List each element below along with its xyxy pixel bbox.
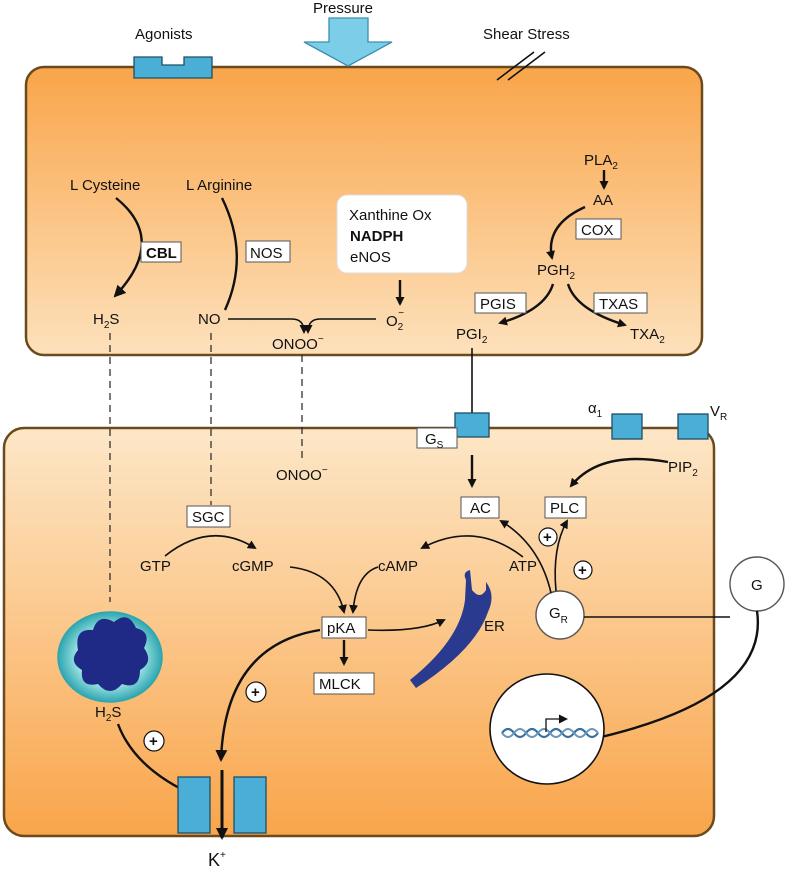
camp-label: cAMP xyxy=(378,558,418,575)
enos-label: eNOS xyxy=(350,249,391,266)
xanthine-ox-label: Xanthine Ox xyxy=(349,207,432,224)
l-arginine-label: L Arginine xyxy=(186,177,252,194)
mitochondrion-inner-icon xyxy=(73,617,149,691)
pgis-label: PGIS xyxy=(480,296,516,313)
nos-label: NOS xyxy=(250,245,283,262)
l-cysteine-label: L Cysteine xyxy=(70,177,140,194)
gr-label: GR xyxy=(549,605,568,626)
agonist-receptor-icon xyxy=(133,56,213,79)
cgmp-label: cGMP xyxy=(232,558,274,575)
dna-icon xyxy=(501,727,599,739)
plus-pka-label: + xyxy=(251,684,260,701)
mlck-label: MLCK xyxy=(319,676,361,693)
gr-to-plc-arrow xyxy=(554,519,568,592)
pgis-box xyxy=(474,292,527,314)
pip2-to-plc-arrow xyxy=(569,457,669,488)
sgc-box xyxy=(186,505,231,528)
cgmp-to-pka-arrow xyxy=(289,566,347,614)
shear-stress-icon xyxy=(496,51,546,81)
plus-icon-pka xyxy=(245,681,267,703)
superoxide-source-box xyxy=(336,194,468,274)
plus-icon-plc xyxy=(573,560,593,580)
cbl-box xyxy=(140,241,182,263)
no-label: NO xyxy=(198,311,221,328)
h2s-bottom-label: H2S xyxy=(95,704,121,724)
k-channel-right-icon xyxy=(233,776,267,834)
atp-label: ATP xyxy=(509,558,537,575)
txa2-label: TXA2 xyxy=(630,326,665,346)
pgh2-to-txa2-arrow xyxy=(566,283,627,328)
pressure-arrow-icon xyxy=(303,17,393,67)
aa-label: AA xyxy=(593,192,613,209)
pka-box xyxy=(321,616,367,639)
gr-to-ac-arrow xyxy=(499,519,552,594)
pgh2-to-pgi2-arrow xyxy=(498,283,555,326)
er-icon xyxy=(410,570,492,688)
plus-plc-label: + xyxy=(578,562,587,579)
g-label: G xyxy=(751,577,763,594)
transcription-arrow-icon xyxy=(545,714,568,732)
alpha1-receptor-icon xyxy=(611,413,643,440)
pka-label: pKA xyxy=(327,620,355,637)
onoo-top-label: ONOO− xyxy=(272,334,324,353)
plus-icon-h2s xyxy=(143,730,165,752)
k-plus-label: K+ xyxy=(208,850,226,870)
ac-label: AC xyxy=(470,500,491,517)
pressure-label: Pressure xyxy=(313,0,373,17)
arginine-to-no-arc xyxy=(220,197,238,311)
gs-box xyxy=(416,427,458,449)
pgh2-label: PGH2 xyxy=(537,262,576,282)
pip2-label: PIP2 xyxy=(668,459,698,479)
o2-label: O2− xyxy=(386,308,404,333)
plc-box xyxy=(544,496,587,519)
gs-label: GS xyxy=(425,431,444,451)
atp-to-camp-arrow xyxy=(420,535,524,558)
plc-label: PLC xyxy=(550,500,579,517)
o2-to-onoo-arrow xyxy=(303,318,376,334)
plus-h2s-label: + xyxy=(149,733,158,750)
txas-label: TXAS xyxy=(599,296,638,313)
plus-ac-label: + xyxy=(543,529,552,546)
camp-to-pka-arrow xyxy=(349,566,379,614)
g-to-nucleus-arrow xyxy=(586,610,760,743)
pla2-label: PLA2 xyxy=(584,152,618,172)
vr-label: VR xyxy=(710,403,727,423)
gtp-label: GTP xyxy=(140,558,171,575)
alpha1-label: α1 xyxy=(588,400,603,420)
nadph-label: NADPH xyxy=(350,228,403,245)
pgi2-label: PGI2 xyxy=(456,326,488,346)
prostacyclin-receptor-icon xyxy=(454,412,490,438)
pka-to-er-arrow xyxy=(367,619,446,632)
vr-receptor-icon xyxy=(677,413,709,440)
k-channel-left-icon xyxy=(177,776,211,834)
er-label: ER xyxy=(484,618,505,635)
nos-box xyxy=(245,240,291,263)
plus-icon-ac xyxy=(538,527,558,547)
ac-box xyxy=(460,496,500,519)
h2s-top-label: H2S xyxy=(93,311,119,331)
gtp-to-cgmp-arrow xyxy=(164,534,257,557)
aa-to-pgh2-arrow xyxy=(546,205,586,260)
mlck-box xyxy=(313,672,375,695)
txas-box xyxy=(593,292,648,314)
cox-box xyxy=(575,218,622,240)
onoo-bottom-label: ONOO− xyxy=(276,465,328,484)
sgc-label: SGC xyxy=(192,509,225,526)
shear-stress-label: Shear Stress xyxy=(483,26,570,43)
agonists-label: Agonists xyxy=(135,26,193,43)
cox-label: COX xyxy=(581,222,614,239)
gr-receptor-node xyxy=(535,590,585,640)
cbl-label: CBL xyxy=(146,245,177,262)
pka-to-k-channel-arrow xyxy=(215,628,321,762)
